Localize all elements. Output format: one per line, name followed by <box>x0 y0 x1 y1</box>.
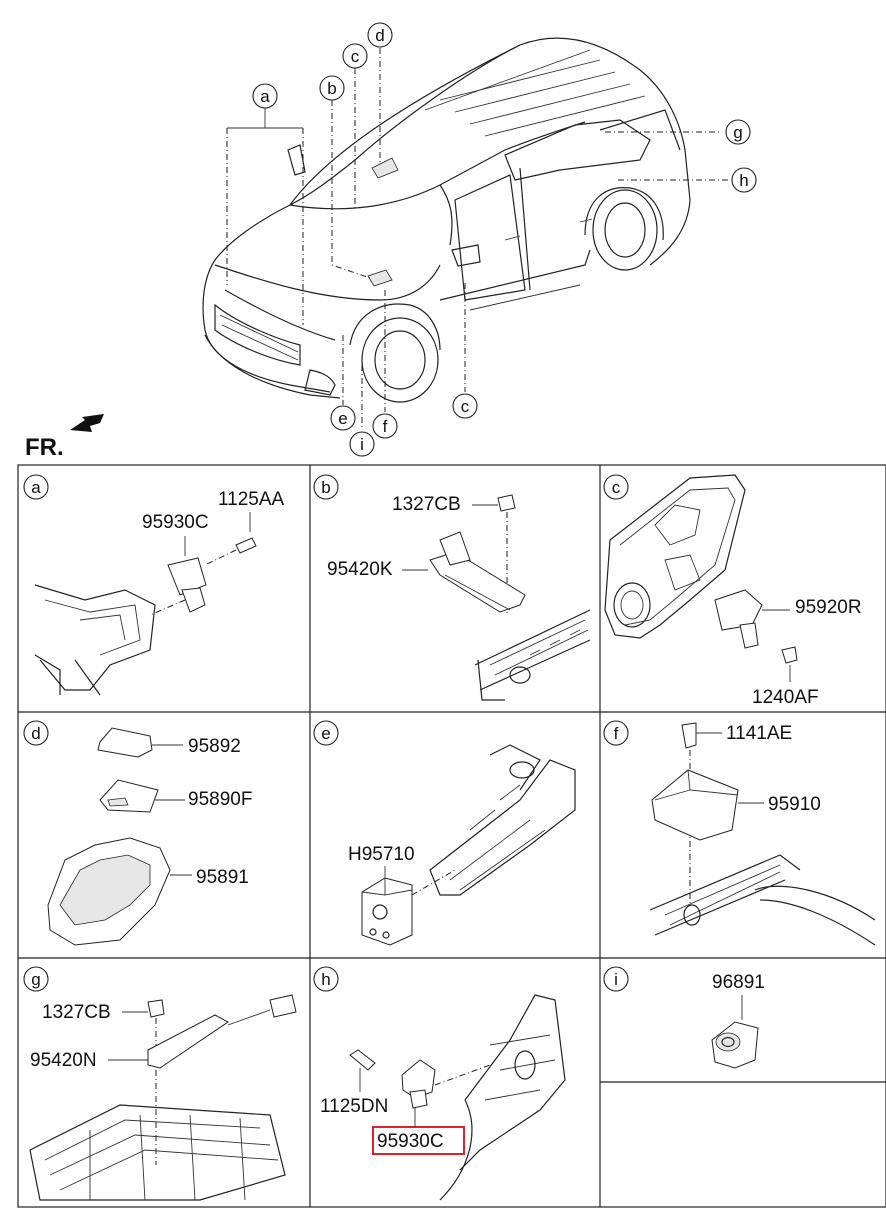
part-96891: 96891 <box>712 972 765 993</box>
callout-a: a <box>260 87 270 106</box>
callout-i: i <box>360 435 364 454</box>
part-95892: 95892 <box>188 736 241 757</box>
part-95420K: 95420K <box>327 559 393 580</box>
part-95930C-h: 95930C <box>377 1131 444 1152</box>
part-1327CB-g: 1327CB <box>42 1002 111 1023</box>
panel-a: a 1125AA 95930C <box>23 474 285 696</box>
part-95920R: 95920R <box>795 597 862 618</box>
callout-c: c <box>351 47 360 66</box>
part-1327CB-b: 1327CB <box>392 494 461 515</box>
panel-g-letter: g <box>31 970 40 989</box>
panel-f: f 1141AE 95910 <box>603 720 876 946</box>
callout-e: e <box>338 409 347 428</box>
panel-i: i 96891 <box>603 966 765 1069</box>
panel-h: h 1125DN 95930C <box>313 966 566 1201</box>
panel-c: c 95920R 1240AF <box>603 474 862 708</box>
part-1125AA: 1125AA <box>218 489 285 510</box>
panel-f-letter: f <box>614 724 619 743</box>
callout-h: h <box>739 171 748 190</box>
part-95910: 95910 <box>768 794 821 815</box>
panel-g: g 1327CB 95420N <box>23 966 297 1201</box>
part-95890F: 95890F <box>188 789 252 810</box>
callout-c-lower: c <box>461 397 470 416</box>
callout-g: g <box>733 123 742 142</box>
callout-d: d <box>375 26 384 45</box>
panel-c-letter: c <box>612 478 621 497</box>
panel-b-letter: b <box>321 478 330 497</box>
panel-e: e H95710 <box>313 720 576 946</box>
overview-leaders <box>226 48 730 430</box>
callout-b: b <box>327 79 336 98</box>
part-1141AE: 1141AE <box>726 723 792 744</box>
part-H95710: H95710 <box>348 844 415 865</box>
callout-f: f <box>383 417 388 436</box>
front-direction-indicator: FR. <box>25 414 104 461</box>
panel-b: b 1327CB 95420K <box>313 474 591 701</box>
front-label: FR. <box>25 434 64 461</box>
panel-d-letter: d <box>31 724 40 743</box>
part-1240AF: 1240AF <box>752 687 819 708</box>
panel-d: d 95892 95890F 95891 <box>23 720 252 946</box>
overview-callouts: a b c d c e i f g h <box>252 22 757 457</box>
part-95420N: 95420N <box>30 1050 97 1071</box>
panel-a-letter: a <box>31 478 41 497</box>
part-95930C-a: 95930C <box>142 512 209 533</box>
panel-i-letter: i <box>614 970 618 989</box>
part-95891: 95891 <box>196 867 249 888</box>
front-arrow-icon <box>70 414 104 432</box>
vehicle-overview <box>202 37 691 403</box>
panel-grid <box>17 464 886 1208</box>
panel-h-letter: h <box>321 970 330 989</box>
part-1125DN: 1125DN <box>320 1096 388 1117</box>
highlight-box <box>372 1126 465 1155</box>
panel-e-letter: e <box>321 724 330 743</box>
